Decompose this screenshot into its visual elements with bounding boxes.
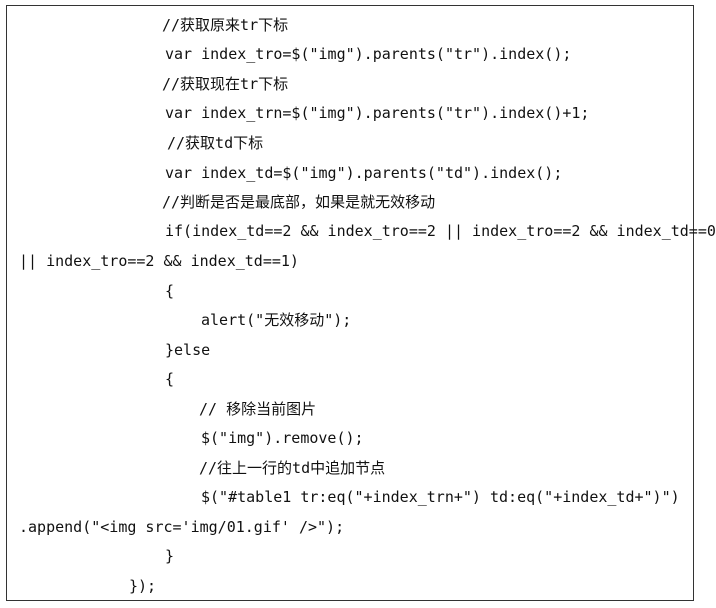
code-line-1: //获取原来tr下标: [162, 16, 289, 34]
code-line-6: var index_td=$("img").parents("td").inde…: [165, 164, 563, 182]
code-line-9: || index_tro==2 && index_td==1): [19, 252, 299, 270]
code-line-12: }else: [165, 341, 211, 359]
code-line-18: .append("<img src='img/01.gif' />");: [19, 518, 345, 536]
code-line-8: if(index_td==2 && index_tro==2 || index_…: [165, 222, 716, 240]
code-line-2: var index_tro=$("img").parents("tr").ind…: [165, 45, 572, 63]
code-line-16: //往上一行的td中追加节点: [199, 459, 386, 477]
code-line-7: //判断是否是最底部，如果是就无效移动: [162, 193, 436, 211]
code-line-13: {: [165, 370, 175, 388]
code-line-4: var index_trn=$("img").parents("tr").ind…: [165, 104, 590, 122]
code-line-5: //获取td下标: [167, 134, 264, 152]
code-line-10: {: [165, 282, 175, 300]
code-line-15: $("img").remove();: [201, 429, 364, 447]
code-frame: //获取原来tr下标 var index_tro=$("img").parent…: [6, 5, 716, 601]
code-line-3: //获取现在tr下标: [162, 75, 289, 93]
code-line-17: $("#table1 tr:eq("+index_trn+") td:eq("+…: [201, 488, 680, 506]
code-line-11: alert("无效移动");: [201, 311, 352, 329]
code-line-14: // 移除当前图片: [199, 400, 317, 418]
code-line-20: });: [129, 577, 157, 595]
code-line-19: }: [165, 547, 175, 565]
